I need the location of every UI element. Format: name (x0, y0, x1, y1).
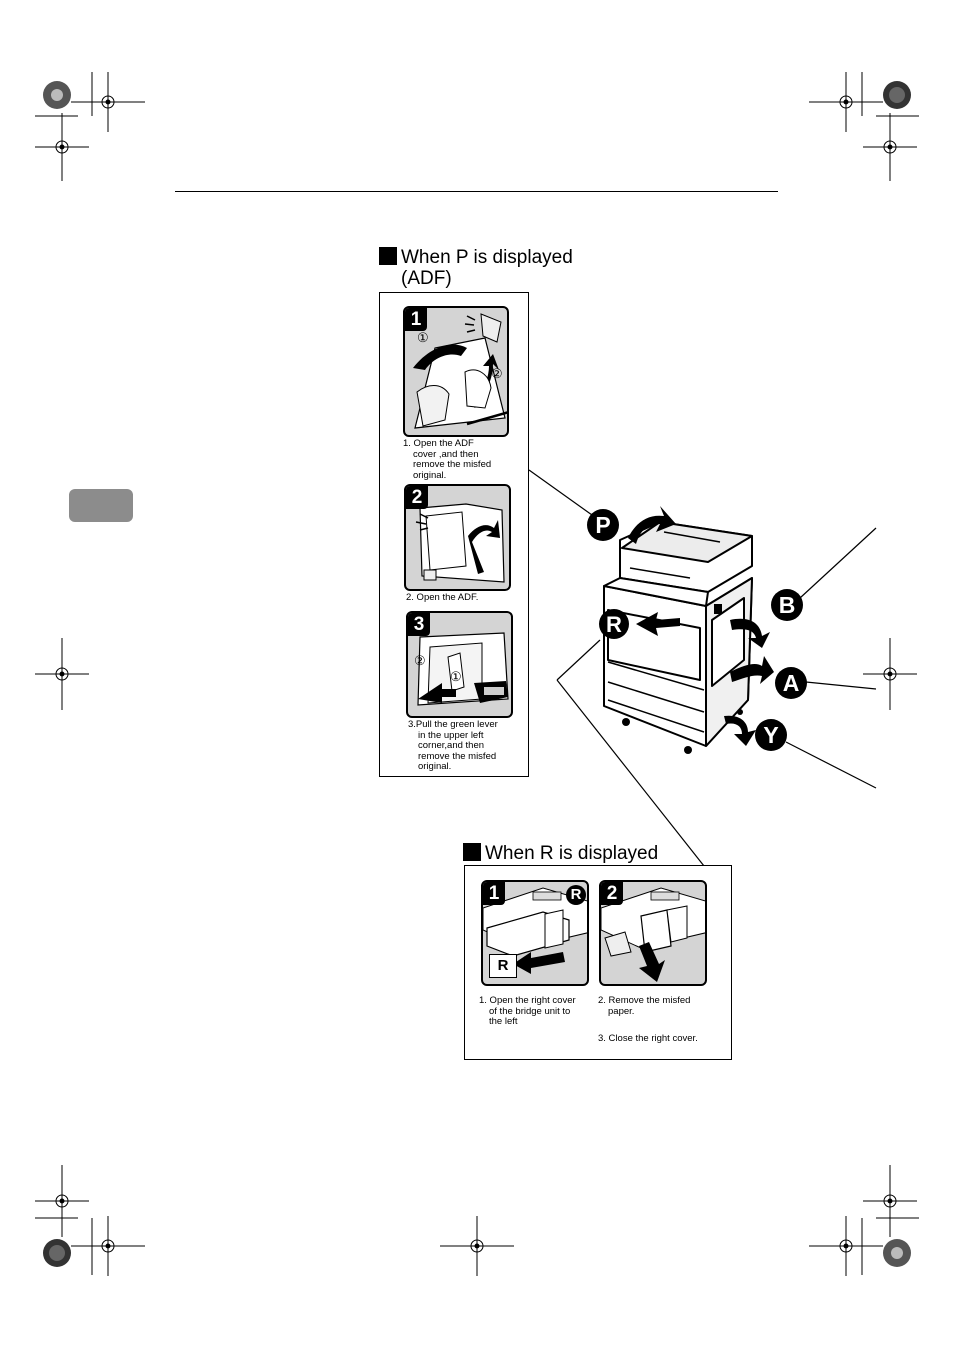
r-badge-icon: R (566, 885, 586, 905)
header-rule (175, 191, 778, 192)
location-marker-b-icon: B (771, 589, 803, 621)
bridge-step-1-caption: 1. Open the right cover of the bridge un… (479, 995, 603, 1028)
marker-letter: R (606, 612, 622, 637)
step-number-badge: 1 (483, 882, 505, 905)
step-number-badge: 1 (405, 308, 427, 331)
adf-step-1-illustration: 1 ① ② (403, 306, 509, 437)
caption-line: corner,and then (418, 740, 485, 751)
location-marker-r-icon: R (599, 609, 629, 639)
caption-line: of the bridge unit to (489, 1005, 571, 1017)
adf-heading-line1: When P is displayed (401, 247, 573, 268)
circled-marker-2: ② (414, 653, 426, 668)
bridge-step-1-illustration: 1 R R (481, 880, 589, 986)
adf-section-heading: When P is displayed (ADF) (379, 247, 573, 289)
circled-marker-1: ① (417, 330, 429, 345)
caption-line: 1. Open the ADF (403, 438, 474, 449)
heading-square-icon (379, 247, 397, 265)
location-marker-p-icon: P (587, 509, 619, 541)
caption-line: original. (413, 469, 447, 481)
bridge-heading-text: When R is displayed (485, 843, 659, 864)
adf-step-2-caption: 2. Open the ADF. (406, 592, 526, 604)
caption-line: the left (489, 1016, 518, 1027)
marker-letter: P (595, 512, 610, 538)
marker-letter: B (779, 592, 796, 618)
adf-step-1-caption: 1. Open the ADF cover ,and then remove t… (403, 438, 528, 481)
adf-heading-line2: (ADF) (401, 268, 452, 289)
circled-marker-2: ② (491, 366, 503, 381)
location-marker-a-icon: A (775, 667, 807, 699)
step-number-badge: 2 (406, 486, 428, 509)
adf-step-2-illustration: 2 (404, 484, 511, 591)
step-number-badge: 2 (601, 882, 623, 905)
caption-line: paper. (608, 1005, 635, 1017)
adf-step-3-illustration: 3 ② ① (406, 611, 513, 718)
chapter-tab (69, 489, 133, 522)
bridge-step-2-caption: 2. Remove the misfed paper. (598, 995, 726, 1017)
marker-letter: Y (763, 722, 778, 748)
heading-square-icon (463, 843, 481, 861)
marker-letter: A (783, 670, 800, 696)
caption-line: 2. Open the ADF. (406, 592, 479, 603)
caption-line: remove the misfed (418, 750, 497, 762)
bridge-section-heading: When R is displayed (463, 843, 658, 864)
adf-step-3-caption: 3.Pull the green lever in the upper left… (408, 719, 528, 773)
caption-line: 2. Remove the misfed (598, 995, 691, 1006)
location-marker-y-icon: Y (755, 719, 787, 751)
circled-marker-1: ① (450, 669, 462, 684)
r-label: R (489, 954, 517, 978)
caption-line: 3.Pull the green lever (408, 719, 498, 730)
caption-line: in the upper left (418, 729, 484, 741)
caption-line: original. (418, 761, 452, 772)
step-number-badge: 3 (408, 613, 430, 636)
adf-instructions-panel: 1 ① ② 1. Open the ADF cover ,and then re… (379, 292, 529, 777)
bridge-step-2-illustration: 2 (599, 880, 707, 986)
caption-line: remove the misfed (413, 459, 492, 470)
bridge-instructions-panel: 1 R R 1. Open the right cover of the bri… (464, 865, 732, 1060)
caption-line: 1. Open the right cover (479, 995, 576, 1006)
bridge-step-3-caption: 3. Close the right cover. (598, 1033, 698, 1044)
caption-line: cover ,and then (413, 448, 479, 460)
